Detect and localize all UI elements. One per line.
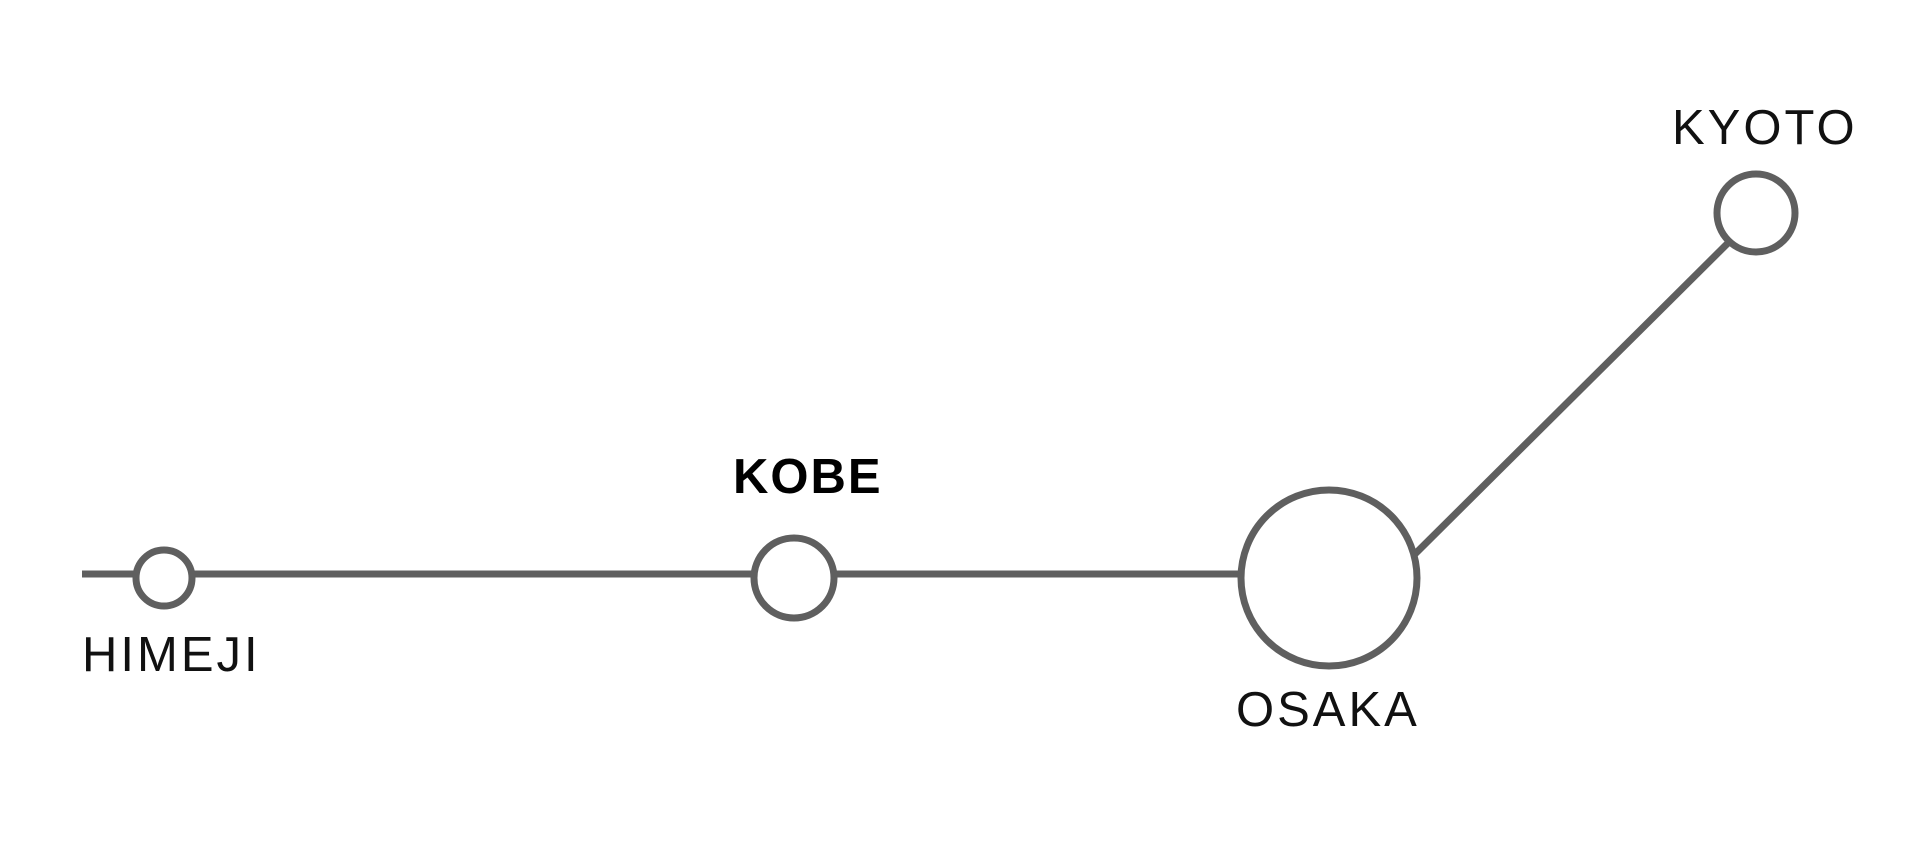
station-label-kyoto: KYOTO — [1672, 101, 1858, 155]
station-marker-kyoto — [1713, 170, 1799, 256]
station-marker-osaka — [1237, 486, 1421, 670]
station-label-kobe: KOBE — [733, 450, 883, 504]
station-marker-himeji — [132, 546, 196, 610]
station-marker-kobe — [750, 534, 838, 622]
track-segment-osaka-kyoto — [1411, 240, 1731, 558]
station-label-osaka: OSAKA — [1236, 683, 1420, 737]
station-label-himeji: HIMEJI — [82, 628, 261, 682]
